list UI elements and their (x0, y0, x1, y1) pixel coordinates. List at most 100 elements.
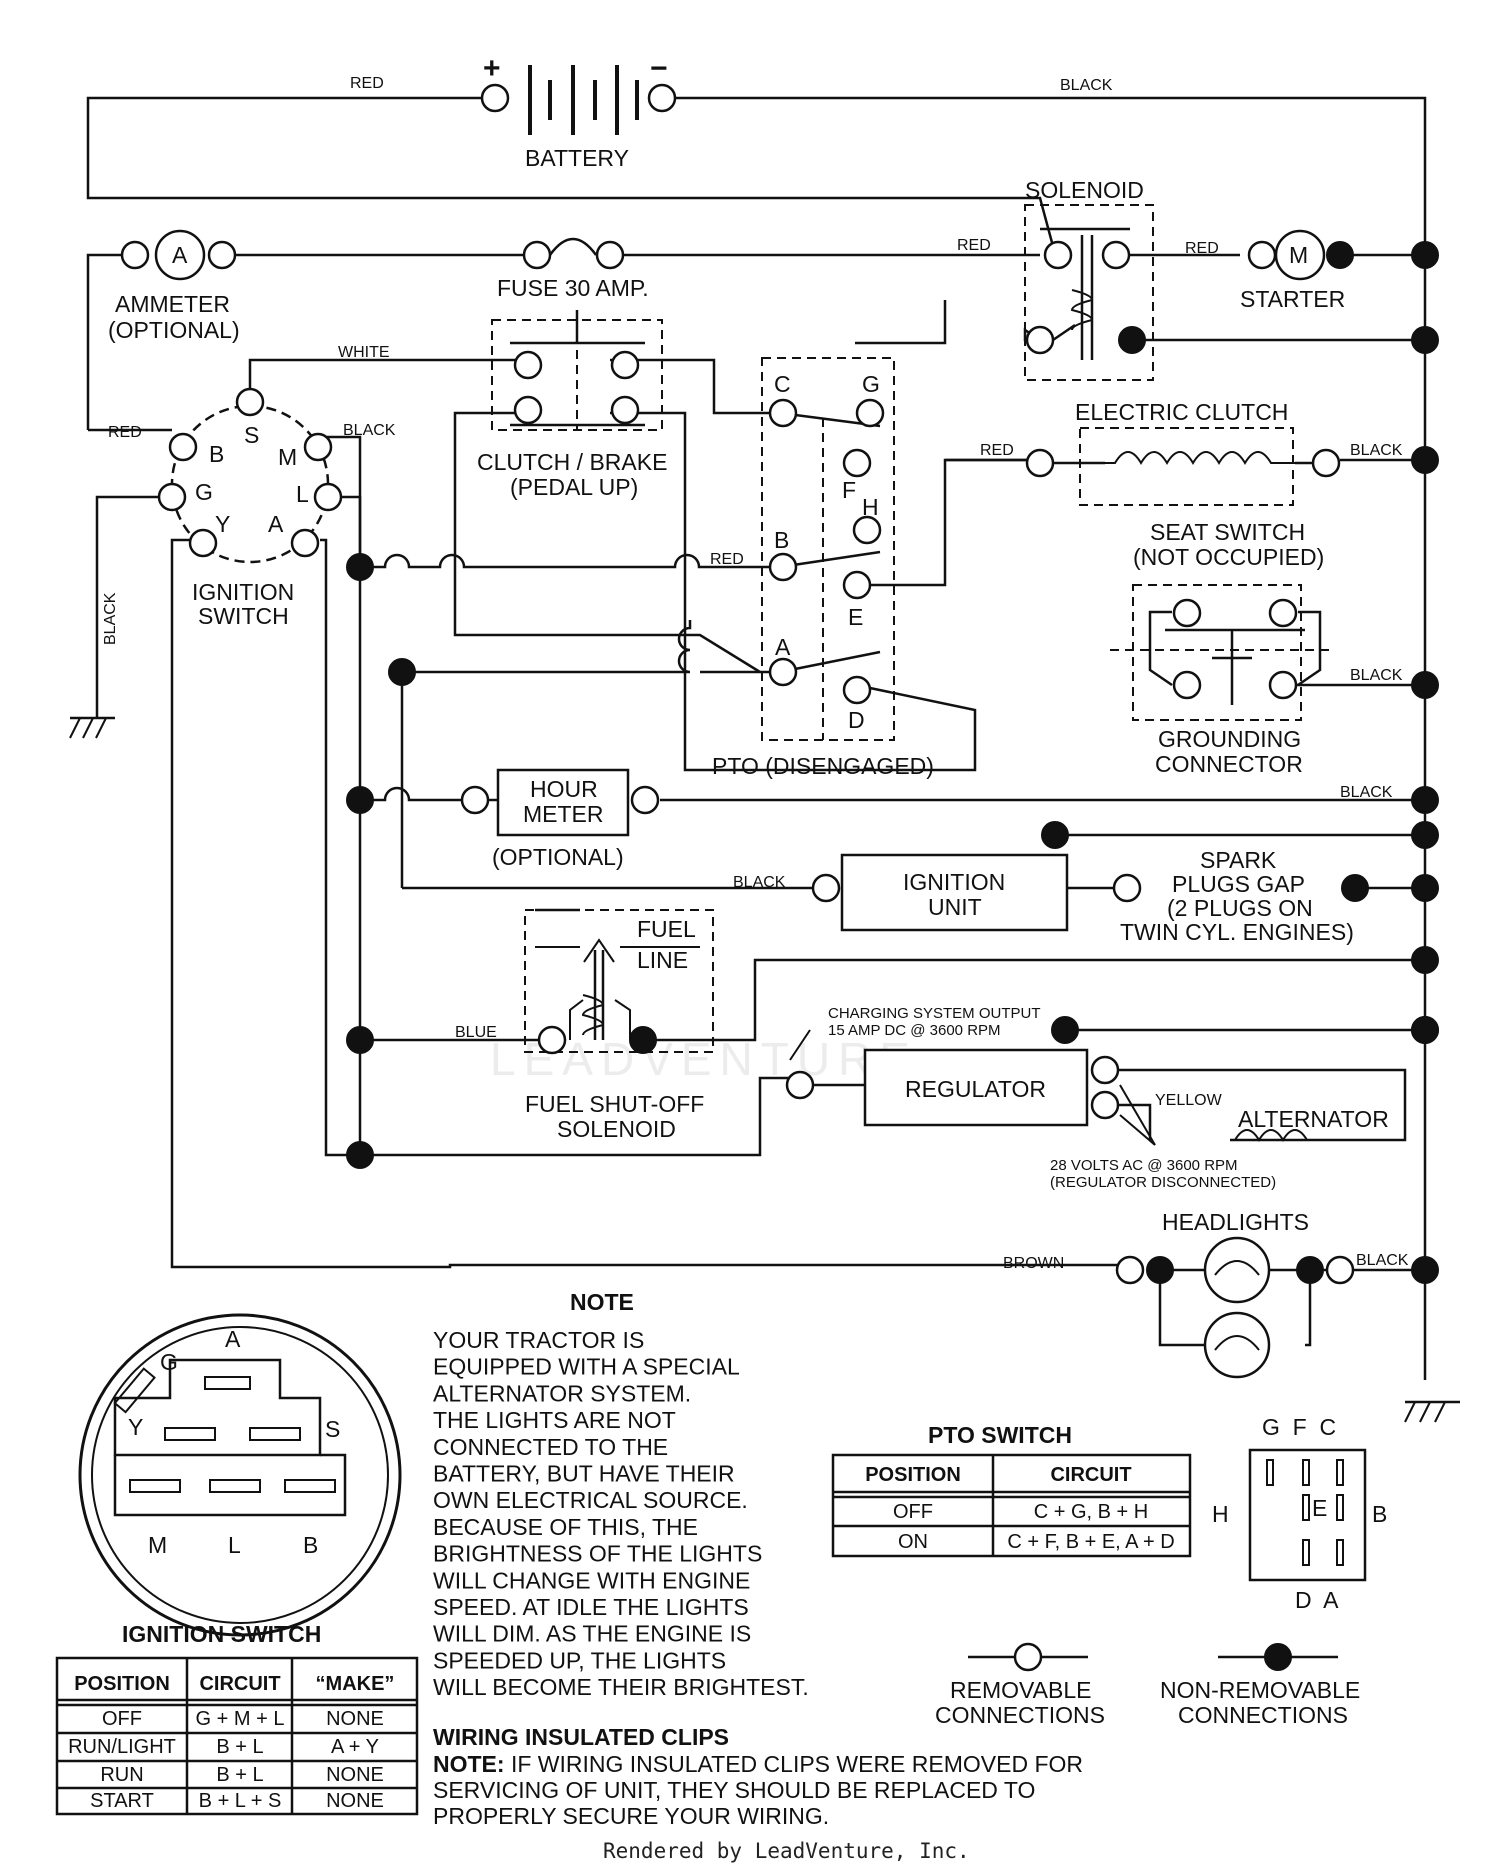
table-header: POSITION (865, 1464, 961, 1486)
note-line: CONNECTED TO THE (433, 1434, 668, 1460)
note-line: ALTERNATOR SYSTEM. (433, 1380, 691, 1406)
seat-switch: SEAT SWITCH (NOT OCCUPIED) GROUNDING CON… (1110, 519, 1403, 777)
fuse-label: FUSE 30 AMP. (497, 275, 649, 301)
table-cell: OFF (893, 1501, 933, 1523)
wire-label-yellow: YELLOW (1155, 1092, 1223, 1109)
table-cell: C + G, B + H (1034, 1501, 1148, 1523)
wire-label-black: BLACK (102, 592, 119, 645)
pto-terminal-g: G (862, 371, 880, 397)
regulator: REGULATOR CHARGING SYSTEM OUTPUT 15 AMP … (785, 1005, 1439, 1191)
pto-face-e: E (1312, 1495, 1327, 1521)
legend-removable-label: REMOVABLE (950, 1677, 1091, 1703)
table-cell: G + M + L (196, 1708, 285, 1730)
note-line: BATTERY, BUT HAVE THEIR (433, 1461, 735, 1487)
table-header: CIRCUIT (199, 1673, 280, 1695)
pto-terminal-e: E (848, 604, 863, 630)
note-heading: NOTE (570, 1289, 634, 1315)
table-cell: NONE (326, 1790, 384, 1812)
wire-label-red: RED (710, 551, 744, 568)
pto-face-bottom-labels: D A (1295, 1587, 1339, 1613)
spark-plugs-count-label: (2 PLUGS ON (1167, 895, 1313, 921)
regulator-label: REGULATOR (905, 1076, 1046, 1102)
note-line: SPEEDED UP, THE LIGHTS (433, 1647, 726, 1673)
face-terminal-a: A (225, 1326, 241, 1352)
note-line: YOUR TRACTOR IS (433, 1327, 644, 1353)
ammeter: A AMMETER (OPTIONAL) (108, 229, 240, 343)
table-cell: RUN/LIGHT (68, 1736, 176, 1758)
clutch-brake-label: CLUTCH / BRAKE (477, 449, 667, 475)
headlights-label: HEADLIGHTS (1162, 1209, 1309, 1235)
wires (69, 96, 1460, 1423)
wire-label-red: RED (350, 75, 384, 92)
wire-label-black: BLACK (1340, 784, 1393, 801)
face-terminal-g: G (160, 1349, 178, 1375)
spark-plugs-engine-label: TWIN CYL. ENGINES) (1120, 919, 1354, 945)
ignition-terminal-b: B (209, 441, 224, 467)
table-cell: C + F, B + E, A + D (1007, 1531, 1174, 1553)
wire-label-red: RED (980, 442, 1014, 459)
ignition-switch-face: G A Y S M L B (78, 1313, 402, 1637)
note-line: OWN ELECTRICAL SOURCE. (433, 1487, 748, 1513)
ignition-terminal-l: L (296, 481, 309, 507)
wiring-clips-note: WIRING INSULATED CLIPS NOTE: IF WIRING I… (433, 1724, 1083, 1829)
charging-output-spec-label: 15 AMP DC @ 3600 RPM (828, 1022, 1001, 1039)
clips-line-2: SERVICING OF UNIT, THEY SHOULD BE REPLAC… (433, 1777, 1035, 1803)
ammeter-label: AMMETER (115, 291, 230, 317)
solenoid: SOLENOID RED (957, 177, 1154, 381)
ac-voltage-label: 28 VOLTS AC @ 3600 RPM (1050, 1157, 1238, 1174)
face-terminal-m: M (148, 1532, 167, 1558)
note-line: WILL CHANGE WITH ENGINE (433, 1567, 750, 1593)
table-cell: RUN (100, 1764, 143, 1786)
pto-face-b: B (1372, 1501, 1387, 1527)
pto-label: PTO (DISENGAGED) (712, 753, 934, 779)
grounding-connector-label: GROUNDING (1158, 726, 1301, 752)
clutch-brake-state-label: (PEDAL UP) (510, 474, 638, 500)
face-terminal-y: Y (128, 1414, 143, 1440)
fuel-line-label: FUEL (637, 916, 696, 942)
wire-label-black: BLACK (1350, 667, 1403, 684)
face-terminal-l: L (228, 1532, 241, 1558)
wire-label-blue: BLUE (455, 1024, 497, 1041)
pto-switch: C G F H B E A D PTO (DISENGAGED) RED (710, 357, 934, 779)
ignition-terminal-g: G (195, 479, 213, 505)
wire-label-black: BLACK (1356, 1252, 1409, 1269)
hour-meter-label-2: METER (523, 801, 604, 827)
fuel-shutoff-solenoid: FUEL LINE FUEL SHUT-OFF SOLENOID BLUE (455, 908, 714, 1142)
fuel-line-label-2: LINE (637, 947, 688, 973)
spark-plugs-label: SPARK (1200, 847, 1277, 873)
non-removable-connection-icon (1264, 1643, 1292, 1671)
ignition-terminal-a: A (268, 511, 284, 537)
hour-meter-optional-label: (OPTIONAL) (492, 844, 624, 870)
battery: + − BATTERY (480, 52, 677, 171)
table-cell: NONE (326, 1764, 384, 1786)
pto-terminal-a: A (775, 634, 791, 660)
pto-terminal-b: B (774, 527, 789, 553)
alternator: ALTERNATOR (1234, 1106, 1389, 1142)
pto-table-title: PTO SWITCH (928, 1422, 1072, 1448)
wire-label-red: RED (108, 424, 142, 441)
hour-meter-label: HOUR (530, 776, 598, 802)
table-cell: ON (898, 1531, 928, 1553)
seat-switch-label: SEAT SWITCH (1150, 519, 1305, 545)
seat-switch-state-label: (NOT OCCUPIED) (1133, 544, 1324, 570)
starter-motor-icon: M (1289, 242, 1308, 268)
wire-label-black: BLACK (733, 874, 786, 891)
clips-line-3: PROPERLY SECURE YOUR WIRING. (433, 1803, 829, 1829)
solenoid-label: SOLENOID (1025, 177, 1144, 203)
note-line: BECAUSE OF THIS, THE (433, 1514, 698, 1540)
hour-meter: HOUR METER (OPTIONAL) BLACK (460, 768, 1393, 870)
legend-nonremovable-label-2: CONNECTIONS (1178, 1702, 1348, 1728)
fuel-shutoff-label: FUEL SHUT-OFF (525, 1091, 704, 1117)
pto-terminal-f: F (842, 477, 856, 503)
pto-terminal-d: D (848, 707, 865, 733)
grounding-connector-label-2: CONNECTOR (1155, 751, 1303, 777)
ignition-switch: B S M G L Y A IGNITION SWITCH RED BLACK … (102, 387, 396, 645)
ignition-unit-label: IGNITION (903, 869, 1005, 895)
legend-removable-label-2: CONNECTIONS (935, 1702, 1105, 1728)
clutch-brake-switch: CLUTCH / BRAKE (PEDAL UP) WHITE (338, 310, 667, 500)
table-cell: OFF (102, 1708, 142, 1730)
